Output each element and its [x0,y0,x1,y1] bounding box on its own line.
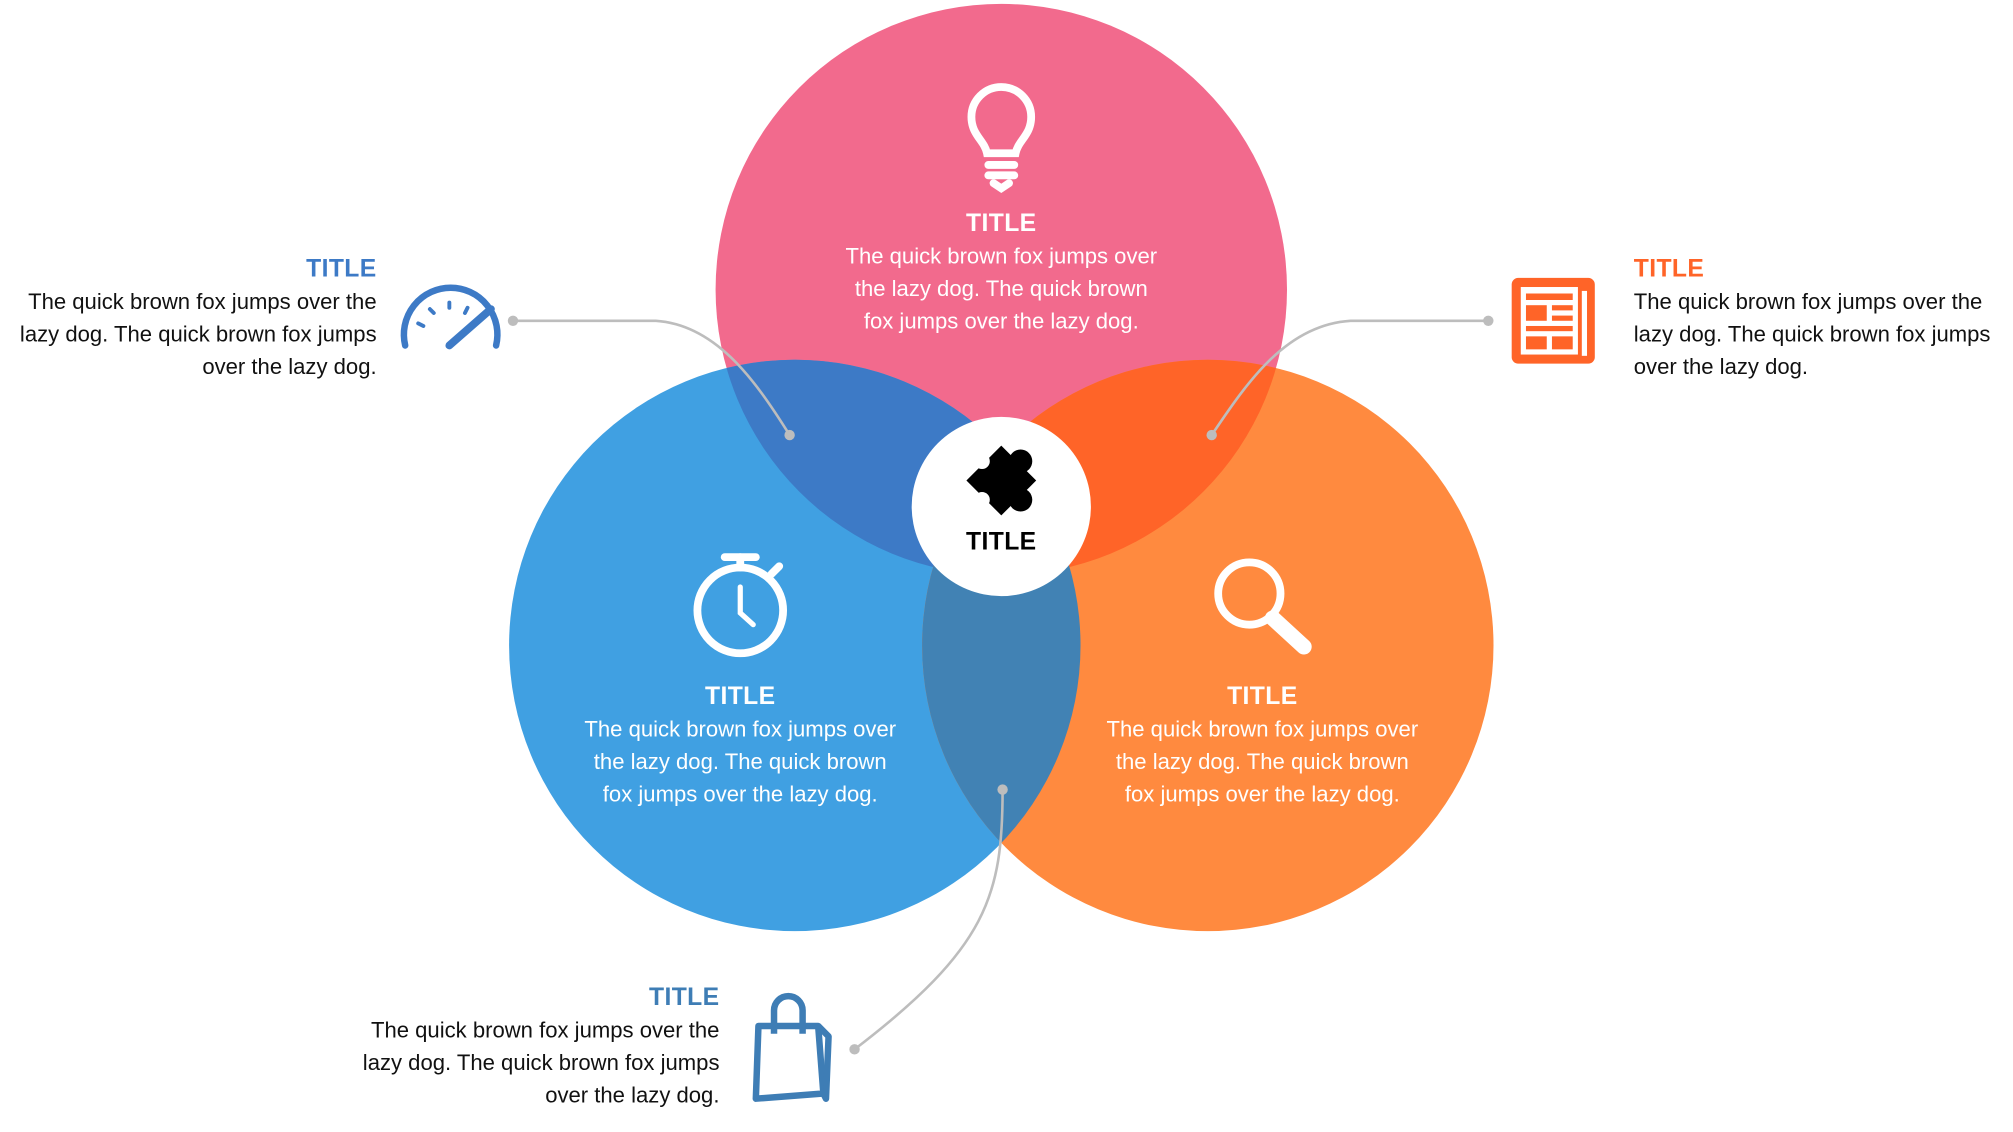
puzzle-icon [966,445,1037,516]
circle-left-title: TITLE [705,683,776,711]
circle-left-text: TITLE The quick brown fox jumps over the… [578,682,903,811]
connector-left [512,319,791,436]
magnifier-icon [1214,558,1312,655]
circle-top-text: TITLE The quick brown fox jumps over the… [839,209,1164,338]
speedometer-icon [400,284,501,350]
stopwatch-icon [693,553,788,658]
callout-right: TITLE The quick brown fox jumps over the… [1634,255,2011,384]
callout-left-body: The quick brown fox jumps over the lazy … [19,289,377,380]
center-title: TITLE [966,528,1037,556]
center-label: TITLE [910,527,1092,558]
connector-dot [849,1044,860,1055]
circle-right-text: TITLE The quick brown fox jumps over the… [1100,682,1425,811]
connector-right [1210,319,1489,436]
connector-dot [1483,315,1494,326]
connector-dot [507,315,519,326]
connector-dot [1206,429,1217,441]
connector-bottom [853,789,1004,1051]
shopping-bag-icon [752,992,832,1102]
circle-right-title: TITLE [1227,683,1298,711]
circle-left-body: The quick brown fox jumps over the lazy … [584,716,897,807]
callout-bottom-body: The quick brown fox jumps over the lazy … [362,1018,720,1108]
callout-right-title: TITLE [1633,255,1705,284]
circle-top-body: The quick brown fox jumps over the lazy … [845,244,1158,334]
connector-dot [784,429,795,441]
callout-bottom: TITLE The quick brown fox jumps over the… [330,983,720,1112]
callout-left-title: TITLE [306,255,377,284]
circle-right-body: The quick brown fox jumps over the lazy … [1106,716,1419,807]
newspaper-icon [1511,277,1595,364]
lightbulb-icon [967,83,1036,193]
callout-left: TITLE The quick brown fox jumps over the… [0,255,377,384]
callout-right-body: The quick brown fox jumps over the lazy … [1633,289,1991,380]
callout-bottom-title: TITLE [648,984,720,1012]
circle-top-title: TITLE [966,210,1037,238]
connector-dot [997,784,1008,795]
